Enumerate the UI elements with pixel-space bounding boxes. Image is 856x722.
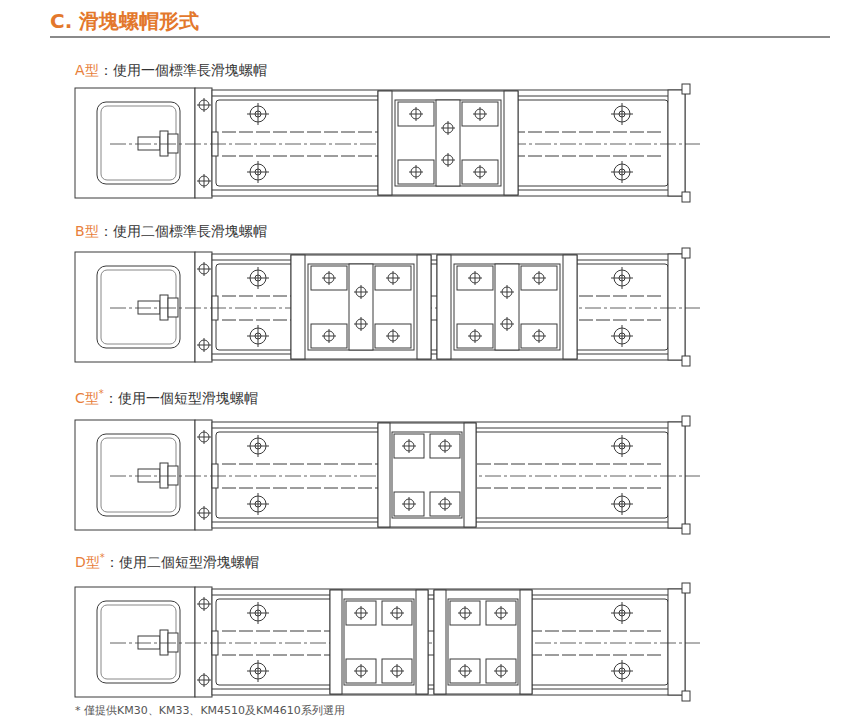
type-caption: D型*：使用二個短型滑塊螺帽 <box>75 548 259 572</box>
slider-nut <box>330 590 428 694</box>
slider-nut <box>434 590 532 694</box>
slider-nut <box>378 91 518 195</box>
slider-nut <box>291 255 431 359</box>
title-rule <box>50 36 830 38</box>
actuator-body <box>75 84 700 202</box>
type-description: ：使用一個短型滑塊螺帽 <box>104 390 258 406</box>
type-name: C型 <box>75 390 99 406</box>
type-name: B型 <box>75 223 99 239</box>
footnote: * 僅提供KM30、KM33、KM4510及KM4610系列選用 <box>75 703 345 718</box>
type-caption: B型：使用二個標準長滑塊螺帽 <box>75 221 267 241</box>
type-caption: A型：使用一個標準長滑塊螺帽 <box>75 60 267 80</box>
slider-nut <box>378 423 476 527</box>
slider-nut <box>437 255 577 359</box>
actuator-a <box>75 84 700 202</box>
actuator-c <box>75 416 700 534</box>
actuator-body <box>75 248 700 366</box>
type-name: A型 <box>75 62 99 78</box>
type-caption: C型*：使用一個短型滑塊螺帽 <box>75 384 258 408</box>
footnote-mark: * <box>99 388 104 399</box>
section-title: C. 滑塊螺帽形式 <box>50 8 199 34</box>
type-description: ：使用一個標準長滑塊螺帽 <box>99 62 267 78</box>
footnote-mark: * <box>100 552 105 563</box>
actuator-b <box>75 248 700 366</box>
type-description: ：使用二個標準長滑塊螺帽 <box>99 223 267 239</box>
type-description: ：使用二個短型滑塊螺帽 <box>105 554 259 570</box>
type-name: D型 <box>75 554 100 570</box>
actuator-d <box>75 583 700 701</box>
actuator-body <box>75 416 700 534</box>
actuator-body <box>75 583 700 701</box>
